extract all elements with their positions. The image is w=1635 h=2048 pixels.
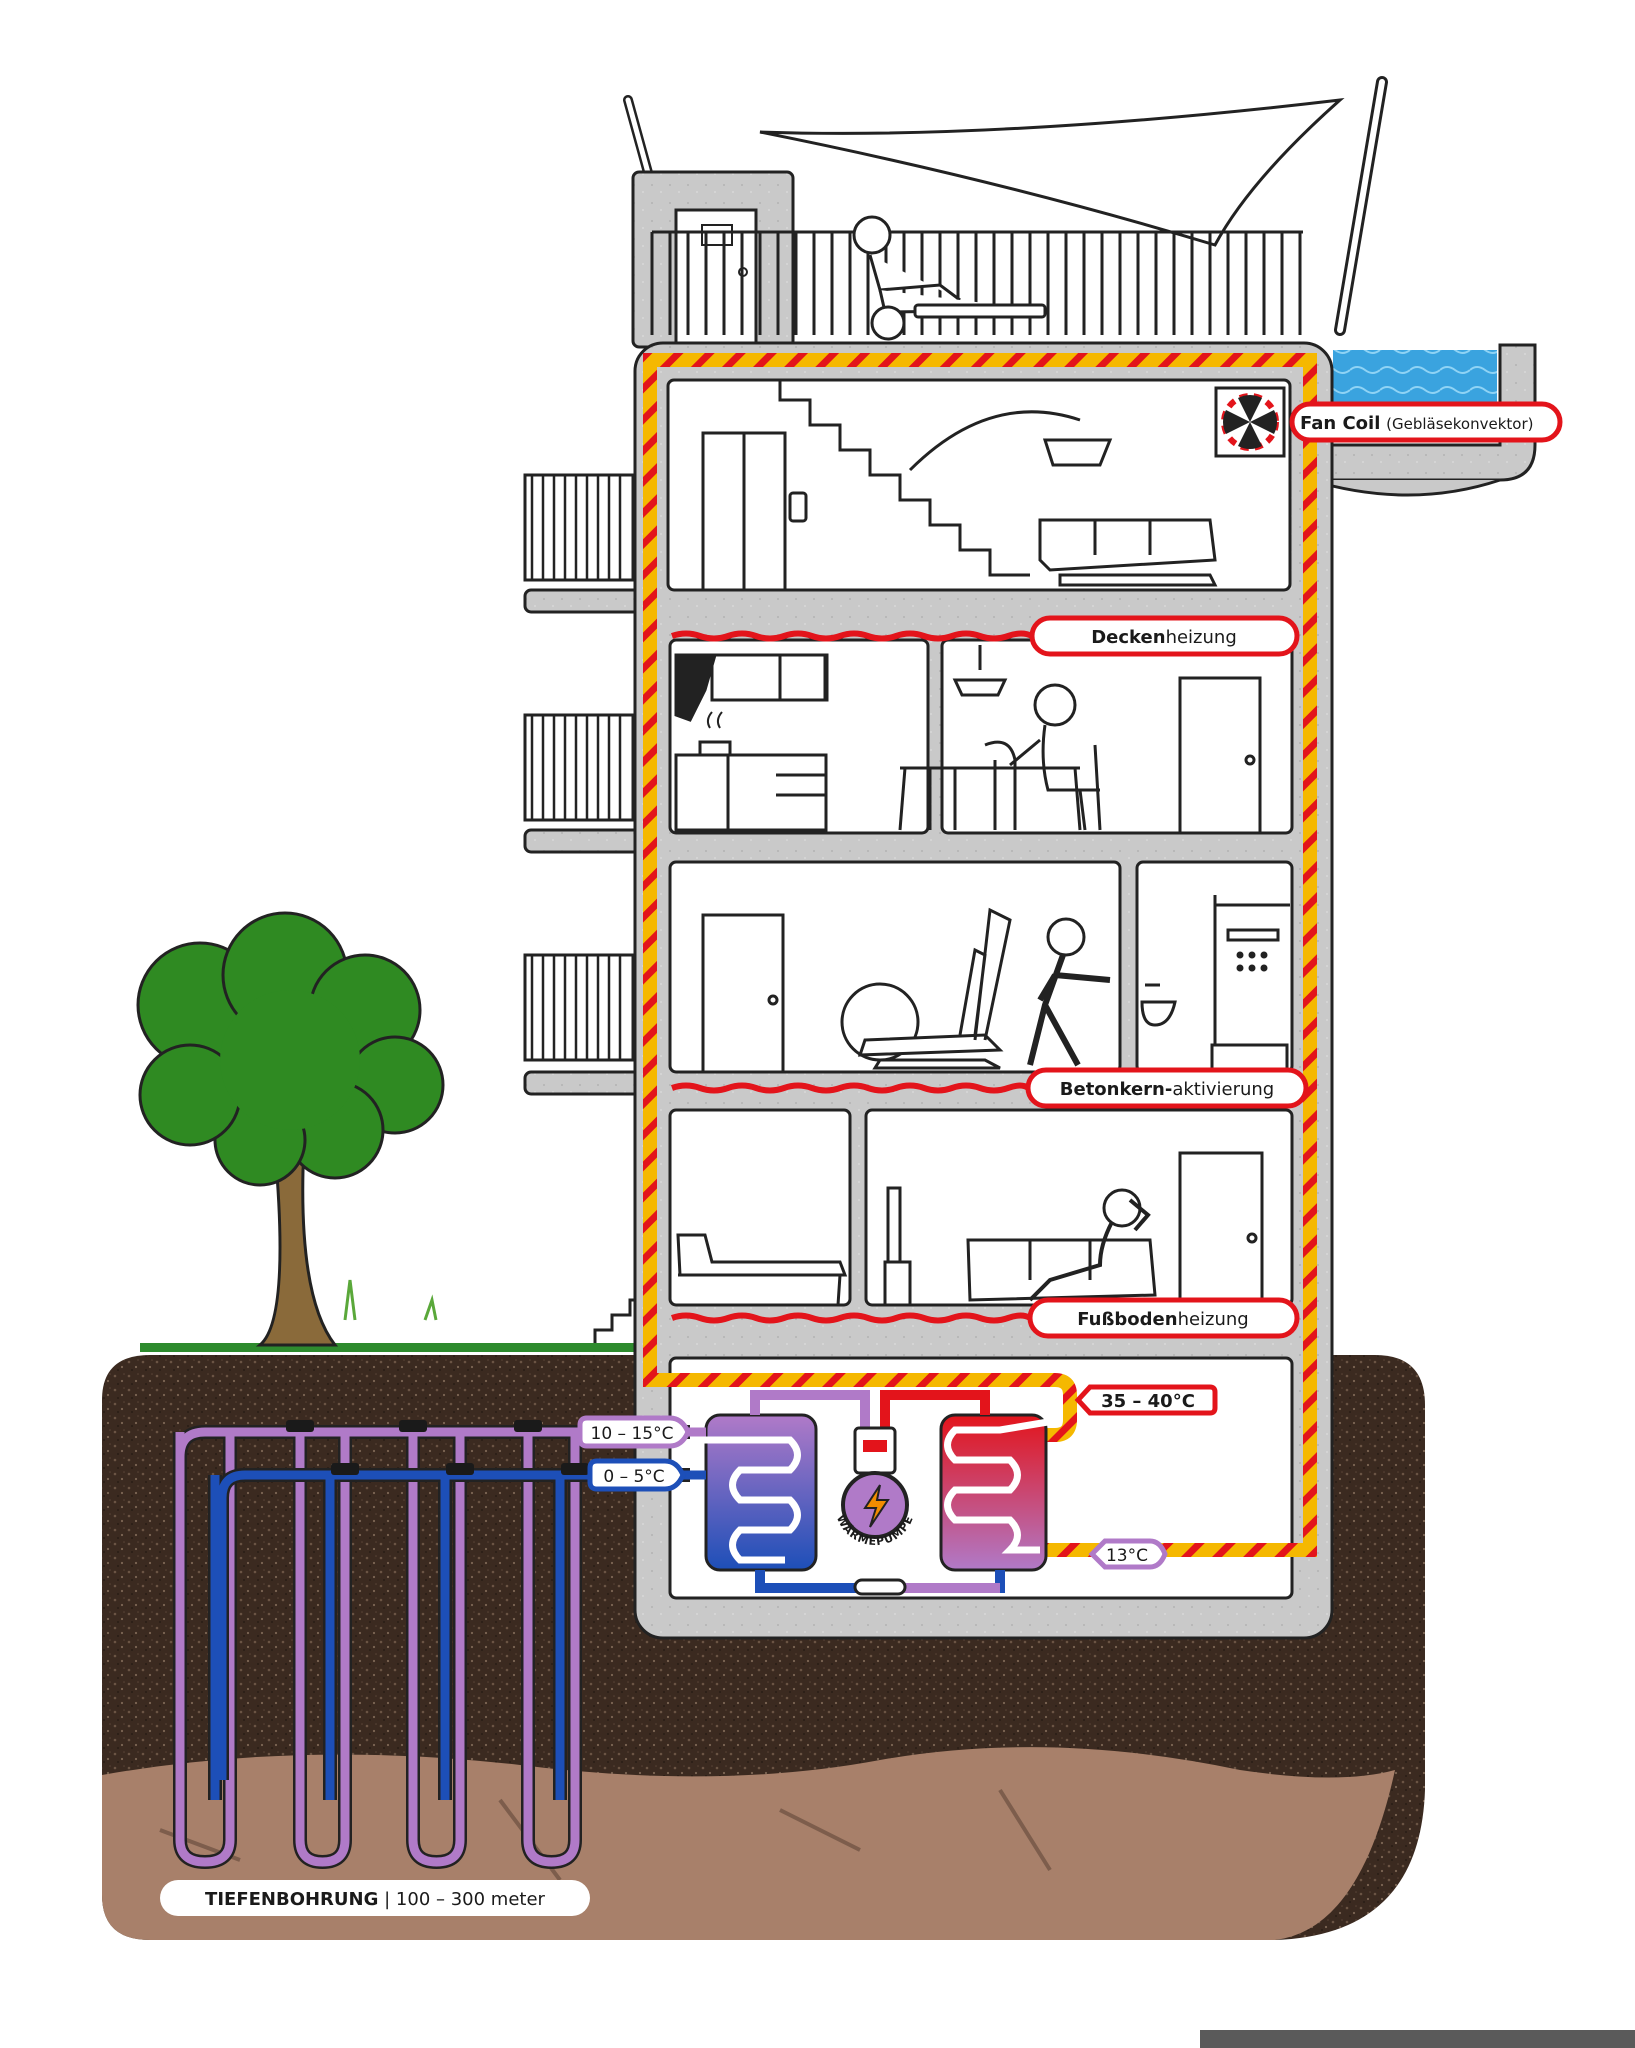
ceiling-rest: heizung — [1166, 627, 1237, 648]
floor-rest: heizung — [1178, 1309, 1249, 1330]
supply-temp-text: 35 – 40°C — [1101, 1391, 1195, 1412]
range-hood — [674, 653, 717, 722]
label-ground-warm: 10 – 15°C — [577, 1415, 691, 1449]
roof-terrace — [623, 76, 1388, 349]
core-bold: Betonkern- — [1060, 1079, 1173, 1100]
supply-loop — [643, 353, 1317, 1442]
sofa — [1038, 518, 1217, 572]
grass-strip — [140, 1343, 645, 1352]
sail-shade — [759, 97, 1345, 247]
heating-system: Fan Coil (Gebläsekonvektor) Deckenheizun… — [643, 353, 1563, 1596]
relaxing-person — [1102, 1188, 1142, 1228]
label-core-activation: Betonkern-aktivierung — [1025, 1067, 1309, 1109]
balconies — [523, 473, 642, 1096]
exterior-steps — [593, 1298, 645, 1343]
floor-bold: Fußboden — [1077, 1309, 1177, 1330]
fitness-furniture — [701, 907, 1111, 1074]
photo-edge — [1200, 2030, 1635, 2048]
dining-furniture — [898, 645, 1262, 835]
label-floor-heating: Fußbodenheizung — [1027, 1297, 1300, 1339]
room-bedroom — [668, 1108, 852, 1307]
top-floor-furniture — [701, 380, 1218, 592]
staircase — [778, 380, 1030, 577]
fan-coil — [1214, 386, 1286, 458]
ground-cold-text: 0 – 5°C — [603, 1467, 664, 1487]
svg-text:Betonkern-aktivierung: Betonkern-aktivierung — [1060, 1079, 1274, 1100]
svg-text:Fan Coil (Gebläsekonvektor): Fan Coil (Gebläsekonvektor) — [1300, 413, 1533, 434]
label-ceiling-heating: Deckenheizung — [1029, 615, 1300, 657]
living-furniture — [883, 1151, 1264, 1307]
label-fan-coil: Fan Coil (Gebläsekonvektor) — [1289, 401, 1563, 443]
return-loop — [1040, 1150, 1317, 1557]
fan-icon — [1223, 395, 1277, 449]
drilling-rest: | 100 – 300 meter — [384, 1889, 545, 1910]
fan-coil-bold: Fan Coil — [1300, 413, 1380, 434]
label-supply-temp: 35 – 40°C — [1074, 1384, 1218, 1416]
floor-heating-pipe — [670, 1312, 1032, 1324]
fitness-door — [701, 913, 785, 1074]
room-kitchen — [668, 638, 930, 835]
dining-person — [1033, 683, 1077, 727]
couch — [966, 1238, 1157, 1302]
walking-person — [1046, 917, 1086, 957]
bedroom-furniture — [676, 1233, 848, 1306]
dining-door — [1178, 676, 1262, 835]
core-rest: aktivierung — [1172, 1079, 1274, 1100]
heat-pump-compressor: WÄRMEPUMPE — [834, 1426, 915, 1548]
label-drilling: TIEFENBOHRUNG | 100 – 300 meter — [160, 1880, 590, 1916]
svg-text:Deckenheizung: Deckenheizung — [1091, 627, 1237, 648]
ground-probes: 10 – 15°C 0 – 5°C TIEFENBOHRUNG | 100 – … — [160, 1415, 706, 1916]
hot-coil — [944, 1416, 1061, 1554]
fan-coil-rest: (Gebläsekonvektor) — [1386, 415, 1533, 433]
lightning-icon — [863, 1484, 890, 1528]
kitchen-furniture — [674, 653, 829, 832]
ground-warm-text: 10 – 15°C — [591, 1424, 674, 1444]
svg-text:TIEFENBOHRUNG | 100 – 300 mete: TIEFENBOHRUNG | 100 – 300 meter — [205, 1889, 545, 1910]
cold-coil — [680, 1436, 801, 1564]
tree — [136, 911, 445, 1347]
floor-lamp — [1042, 438, 1113, 467]
drilling-bold: TIEFENBOHRUNG — [205, 1889, 378, 1910]
ceiling-heating-pipe — [670, 630, 1034, 642]
sunbathing-person — [852, 215, 1047, 341]
svg-text:Fußbodenheizung: Fußbodenheizung — [1077, 1309, 1249, 1330]
label-ground-cold: 0 – 5°C — [587, 1458, 686, 1492]
tv — [883, 1186, 912, 1307]
core-activation-pipe — [670, 1082, 1030, 1094]
ceiling-bold: Decken — [1091, 627, 1165, 648]
return-temp-text: 13°C — [1106, 1546, 1148, 1566]
tree-crown — [136, 911, 445, 1187]
label-return-temp: 13°C — [1088, 1538, 1168, 1570]
